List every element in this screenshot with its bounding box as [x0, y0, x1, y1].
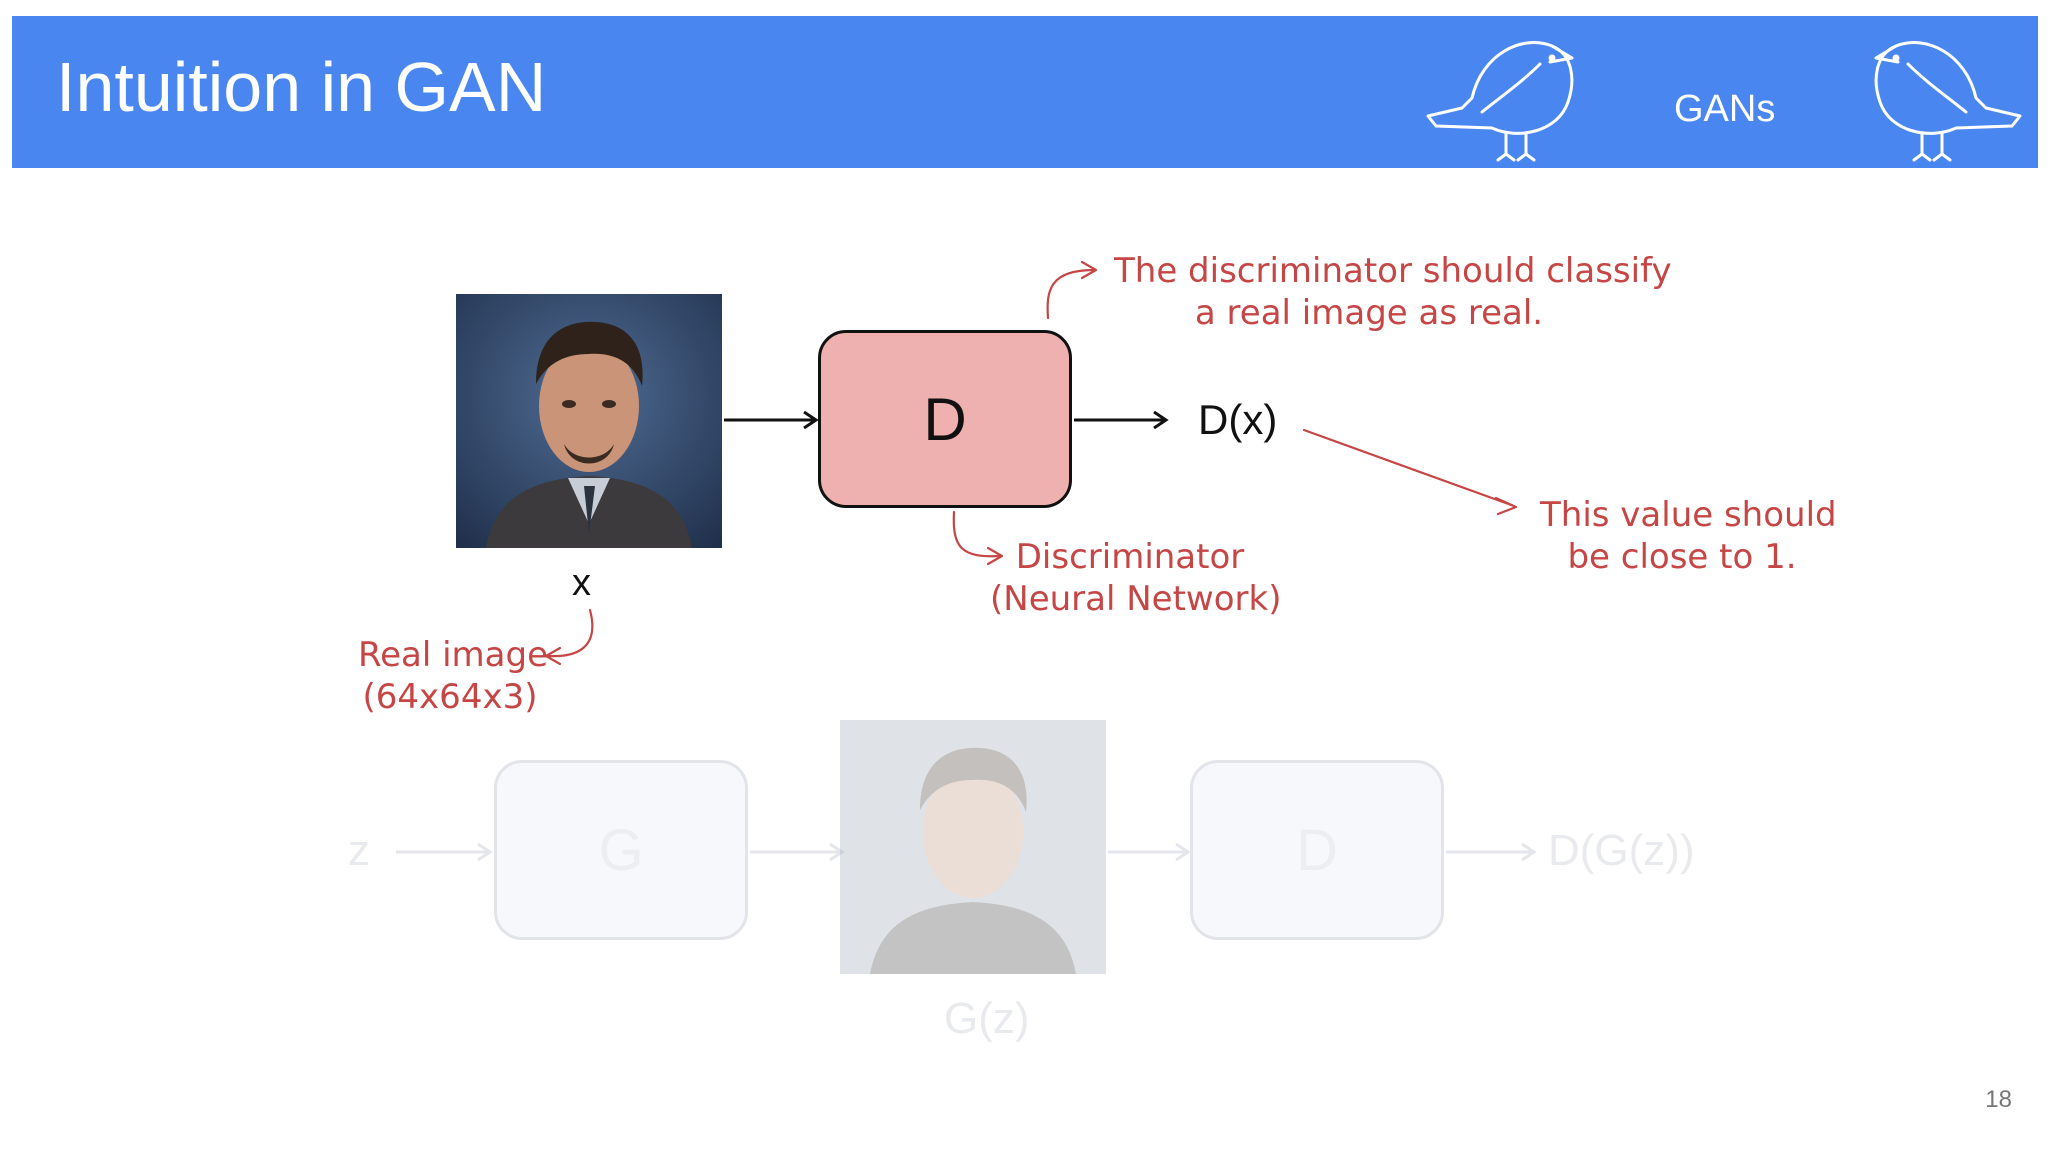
value-note: This value should be close to 1. — [1540, 495, 1837, 577]
slide-title: Intuition in GAN — [56, 48, 547, 126]
bird-icon — [1426, 41, 1574, 162]
input-x-label: x — [572, 562, 591, 604]
ghost-generated-label: G(z) — [944, 994, 1030, 1043]
real-image-note: Real image (64x64x3) — [358, 635, 549, 717]
output-dx-label: D(x) — [1198, 396, 1278, 443]
ghost-output-dgz: D(G(z)) — [1548, 826, 1695, 875]
ghost-generated-image — [840, 720, 1106, 974]
discriminator-note: Discriminator (Neural Network) — [990, 537, 1282, 619]
bird-icon — [1874, 41, 2022, 162]
arrow-d-to-output — [1074, 410, 1169, 430]
ghost-input-z: z — [348, 826, 370, 875]
real-image — [456, 294, 722, 548]
classify-note: The discriminator should classify a real… — [1114, 251, 1672, 333]
discriminator-box: D — [818, 330, 1072, 508]
arrow-image-to-d — [724, 410, 819, 430]
ghost-generator-box: G — [494, 760, 748, 940]
ghost-discriminator-box: D — [1190, 760, 1444, 940]
page-number: 18 — [1985, 1086, 2012, 1113]
topic-badge: GANs — [1674, 88, 1776, 130]
header-bar: Intuition in GAN GANs — [12, 16, 2038, 168]
